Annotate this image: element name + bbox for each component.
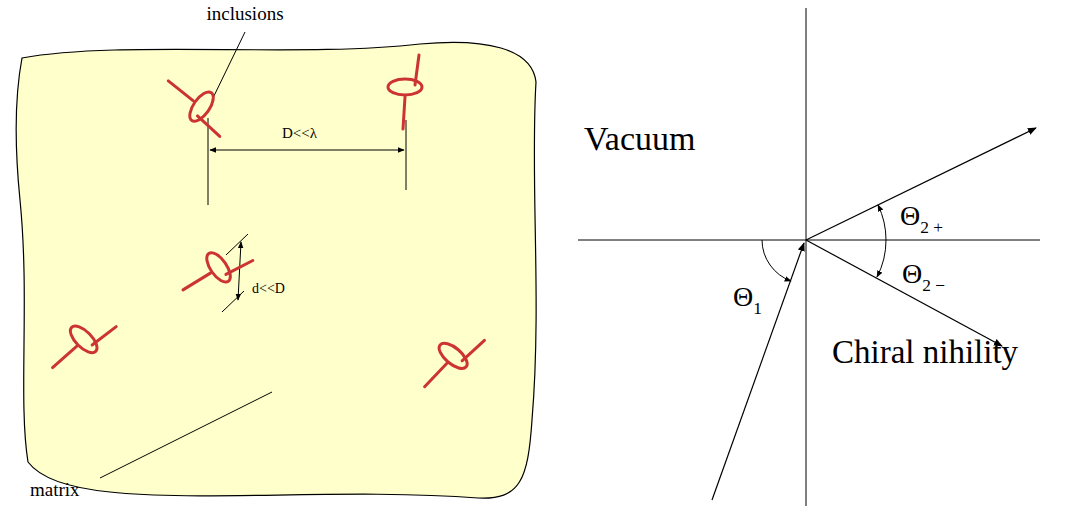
region-label: Chiral nihility: [832, 336, 1018, 369]
leader-line: [212, 32, 245, 100]
leader-line: [100, 392, 272, 478]
angle-label: Θ2 +: [900, 202, 943, 230]
angle-arc: [877, 240, 886, 277]
matrix-region: [16, 42, 536, 498]
dimension-tick: [406, 120, 407, 190]
incident-ray: [712, 243, 804, 500]
callout-label: matrix: [30, 480, 80, 499]
dimension-tick: [222, 291, 244, 312]
normal-axis: [806, 8, 807, 506]
callout-label: inclusions: [206, 4, 283, 23]
dimension-line: [238, 242, 241, 300]
dimension-label: D<<λ: [282, 126, 317, 141]
angle-label: Θ1: [733, 283, 762, 311]
angle-label: Θ2 −: [902, 260, 945, 288]
angle-arc: [878, 205, 886, 240]
dimension-tick: [208, 118, 209, 205]
dimension-tick: [226, 234, 248, 255]
angle-arc: [762, 240, 791, 281]
helix-inclusion: [42, 305, 118, 381]
refracted-ray-plus: [806, 128, 1036, 240]
helix-inclusion: [157, 69, 237, 139]
dimension-label: d<<D: [252, 282, 285, 296]
interface-line: [578, 240, 1040, 241]
helix-inclusion: [413, 320, 487, 399]
refracted-ray-minus: [806, 240, 1002, 346]
dimension-line: [210, 150, 404, 151]
helix-inclusion: [388, 55, 422, 129]
chiral-inclusions: [42, 55, 487, 399]
helix-inclusion: [174, 235, 254, 305]
region-label: Vacuum: [584, 122, 695, 156]
